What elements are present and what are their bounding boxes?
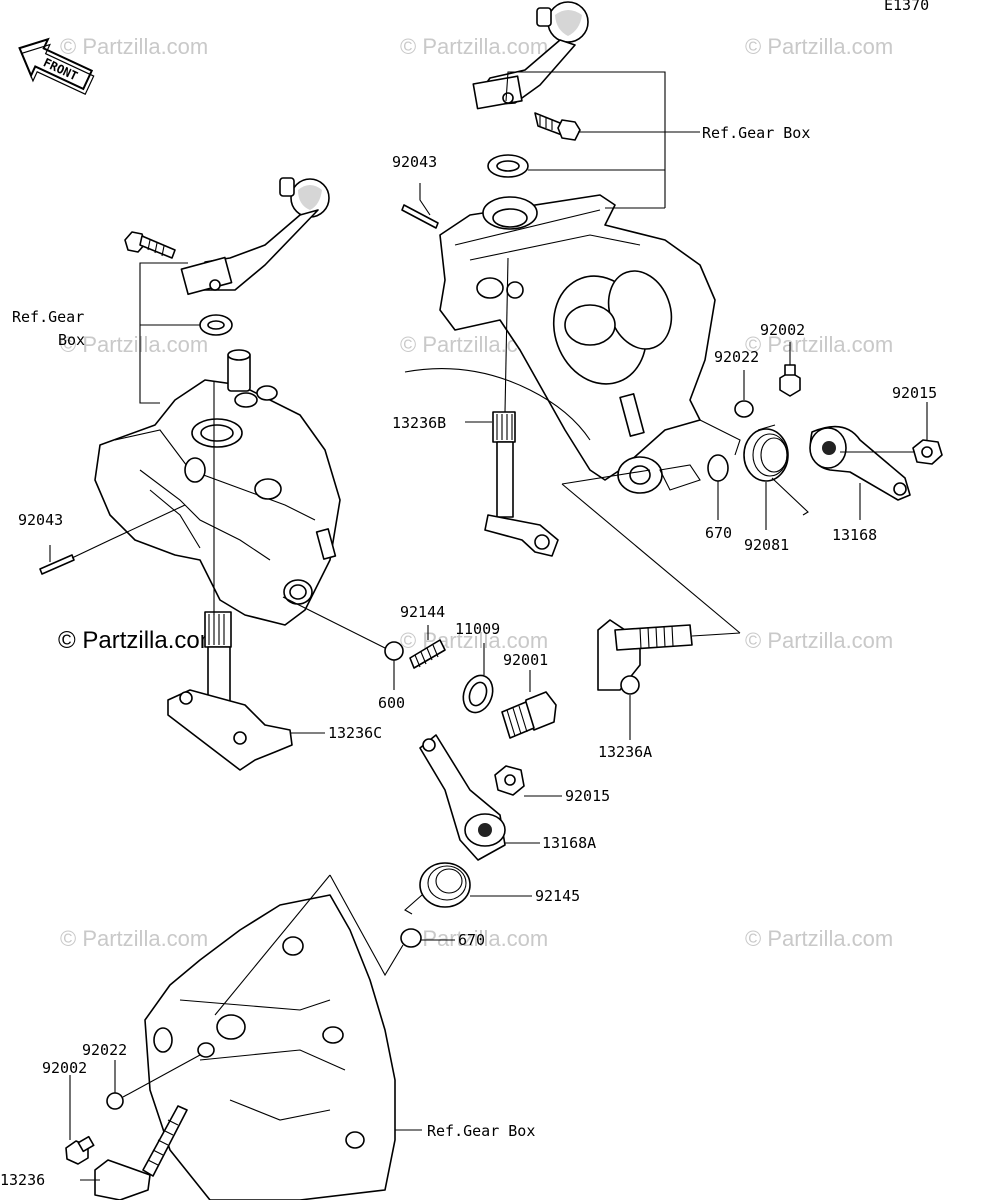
label-92144: 92144 <box>400 603 445 621</box>
nut-92015-right <box>912 439 943 465</box>
diagram-code: E1370 <box>884 0 929 14</box>
svg-text:© Partzilla.com: © Partzilla.com <box>400 926 548 951</box>
svg-text:© Partzilla.com: © Partzilla.com <box>400 34 548 59</box>
oring-670-right <box>707 454 729 482</box>
watermarks: © Partzilla.com © Partzilla.com © Partzi… <box>58 34 893 951</box>
label-670-mid: 670 <box>458 931 485 949</box>
label-92145: 92145 <box>535 887 580 905</box>
spring-92081 <box>743 424 809 516</box>
label-92015-mid: 92015 <box>565 787 610 805</box>
label-ref-gear-box-left-2: Box <box>58 331 85 349</box>
oil-seal-top <box>487 154 529 178</box>
svg-text:© Partzilla.com: © Partzilla.com <box>745 628 893 653</box>
part-labels: 92043 Ref.Gear Box Ref.Gear Box 92043 92… <box>0 124 937 1189</box>
shaft-13236C <box>167 611 293 771</box>
label-13168: 13168 <box>832 526 877 544</box>
label-ref-gear-box-left-1: Ref.Gear <box>12 308 84 326</box>
svg-text:© Partzilla.com: © Partzilla.com <box>745 34 893 59</box>
label-92022-right: 92022 <box>714 348 759 366</box>
washer-92022-left <box>106 1092 124 1110</box>
spring-92144 <box>409 639 446 669</box>
label-ref-gear-box-bottom: Ref.Gear Box <box>427 1122 535 1140</box>
label-92022-left: 92022 <box>82 1041 127 1059</box>
washer-92022-right <box>734 400 754 418</box>
label-92015-right: 92015 <box>892 384 937 402</box>
label-92002-left: 92002 <box>42 1059 87 1077</box>
shaft-13236A <box>597 619 693 695</box>
shaft-13236 <box>94 1105 188 1200</box>
svg-text:© Partzilla.com: © Partzilla.com <box>60 926 208 951</box>
label-13236: 13236 <box>0 1171 45 1189</box>
shift-lever-left <box>180 177 330 296</box>
leader-lines <box>49 71 928 1181</box>
svg-text:© Partzilla.com: © Partzilla.com <box>60 332 208 357</box>
bolt-top <box>534 112 581 141</box>
bolt-92002-left <box>65 1135 95 1165</box>
oring-670-mid <box>400 928 422 948</box>
pin-92043-left <box>39 554 75 575</box>
gear-box-housing-right <box>404 194 741 494</box>
arm-13168A <box>419 734 506 861</box>
label-92002-right: 92002 <box>760 321 805 339</box>
shaft-13236B <box>484 411 559 557</box>
svg-text:© Partzilla.com: © Partzilla.com <box>745 332 893 357</box>
label-92043-left: 92043 <box>18 511 63 529</box>
svg-text:© Partzilla.com: © Partzilla.com <box>60 34 208 59</box>
label-13236B: 13236B <box>392 414 446 432</box>
label-670-right: 670 <box>705 524 732 542</box>
gear-box-housing-bottom <box>144 894 396 1200</box>
svg-text:© Partzilla.com: © Partzilla.com <box>745 926 893 951</box>
gear-box-housing-left <box>94 349 341 626</box>
bolt-92002-right <box>779 364 801 397</box>
label-92043-top: 92043 <box>392 153 437 171</box>
bolt-left <box>124 231 176 259</box>
label-13236A: 13236A <box>598 743 652 761</box>
nut-92015-mid <box>494 765 525 796</box>
label-92001: 92001 <box>503 651 548 669</box>
oil-seal-left <box>199 314 233 336</box>
ball-600 <box>384 641 404 661</box>
svg-text:© Partzilla.com: © Partzilla.com <box>58 627 220 654</box>
washer-11009 <box>462 674 494 714</box>
label-11009: 11009 <box>455 620 500 638</box>
spring-92145 <box>404 862 471 915</box>
arm-13168 <box>809 425 911 501</box>
label-92081: 92081 <box>744 536 789 554</box>
label-13168A: 13168A <box>542 834 596 852</box>
label-13236C: 13236C <box>328 724 382 742</box>
pin-92043-top <box>401 204 439 229</box>
plug-92001 <box>501 691 557 739</box>
label-600: 600 <box>378 694 405 712</box>
label-ref-gear-box-top: Ref.Gear Box <box>702 124 810 142</box>
